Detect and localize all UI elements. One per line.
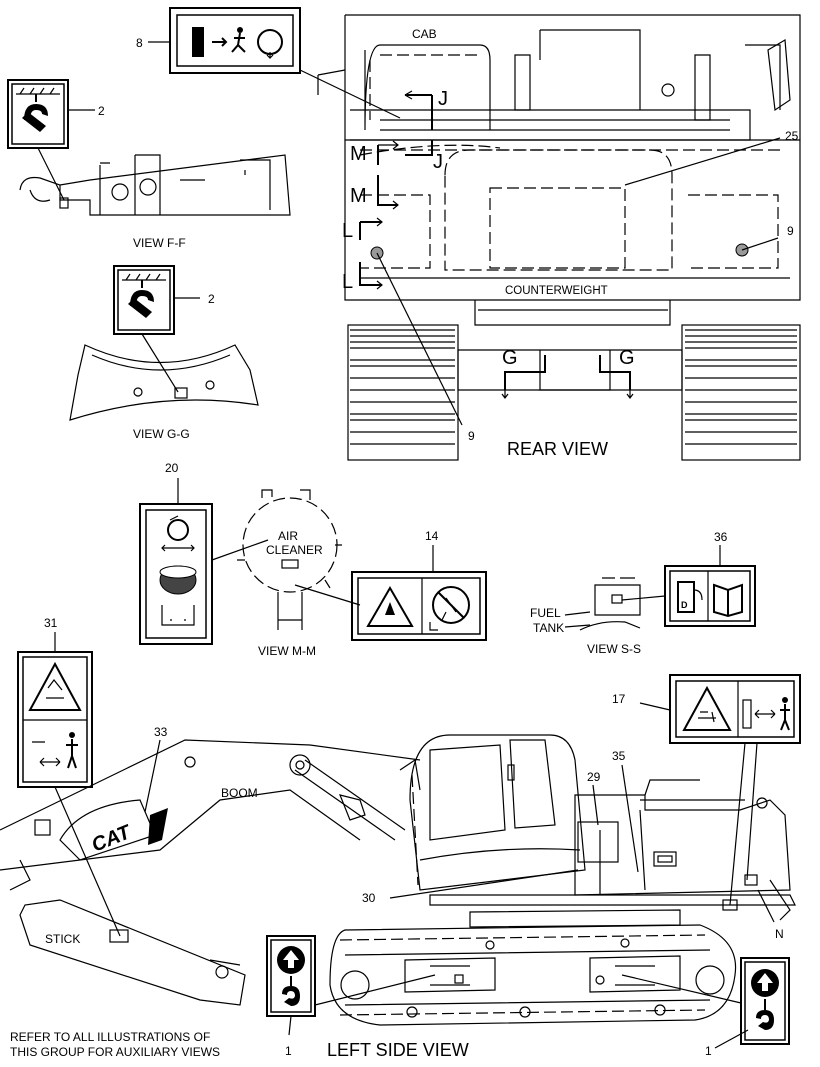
section-g-left: G [502,347,518,369]
callout-2-gg: 2 [208,292,215,306]
cleaner-label: CLEANER [266,543,323,557]
callout-33: 33 [154,725,168,739]
rear-view: CAB COUNTERWEIGHT 9 9 25 J J M M L [136,7,801,461]
cab-label: CAB [412,27,437,41]
callout-9-right: 9 [787,224,794,238]
callout-1-left: 1 [285,1044,292,1058]
view-ss-title: VIEW S-S [587,642,641,656]
view-mm: AIR CLEANER VIEW M-M [237,489,342,658]
section-l-upper: L [342,220,353,242]
stick-label: STICK [45,932,80,946]
rear-tracks [347,300,801,461]
view-mm-title: VIEW M-M [258,644,316,658]
rear-view-title: REAR VIEW [507,439,608,459]
callout-29: 29 [587,770,601,784]
callout-25: 25 [785,129,799,143]
decal-1-right [740,957,790,1045]
decal-20 [139,503,213,645]
cat-logo: CAT [89,821,136,857]
decal-14 [351,571,487,641]
view-gg-title: VIEW G-G [133,427,190,441]
section-j-top: J [438,88,448,110]
callout-35: 35 [612,749,626,763]
decal-8 [169,7,301,74]
svg-text:D: D [681,600,688,610]
callout-8: 8 [136,36,143,50]
section-m-upper: M [350,143,367,165]
left-side-view-title: LEFT SIDE VIEW [327,1040,469,1060]
section-m-lower: M [350,185,367,207]
tank-label: TANK [533,621,564,635]
section-g-right: G [619,347,635,369]
decal-1-left [266,935,316,1017]
decal-31 [17,651,93,788]
callout-2-ff: 2 [98,104,105,118]
decal-17 [669,674,801,744]
section-n: N [775,927,784,941]
decal-36: D [664,565,756,627]
callout-14: 14 [425,529,439,543]
callout-30: 30 [362,891,376,905]
view-ff-title: VIEW F-F [133,236,186,250]
callout-20: 20 [165,461,179,475]
boom-label: BOOM [221,786,258,800]
counterweight-label: COUNTERWEIGHT [505,285,608,297]
section-j-mid: J [433,151,443,173]
view-ff: 2 VIEW F-F [7,79,291,250]
decal-2-gg [113,265,175,335]
callout-1-right: 1 [705,1044,712,1058]
callout-31: 31 [44,616,58,630]
note-line-1: REFER TO ALL ILLUSTRATIONS OF [10,1030,210,1044]
view-gg: 2 VIEW G-G [69,265,259,441]
fuel-label: FUEL [530,606,561,620]
view-ss: FUEL TANK VIEW S-S [530,577,641,656]
left-side-view: 31 CAT BOOM 33 STICK [0,616,801,1060]
air-label: AIR [278,529,298,543]
section-l-lower: L [342,271,353,293]
callout-9-lower: 9 [468,429,475,443]
decal-2-ff [7,79,69,149]
callout-17: 17 [612,692,626,706]
callout-36: 36 [714,530,728,544]
note-line-2: THIS GROUP FOR AUXILIARY VIEWS [10,1045,220,1059]
